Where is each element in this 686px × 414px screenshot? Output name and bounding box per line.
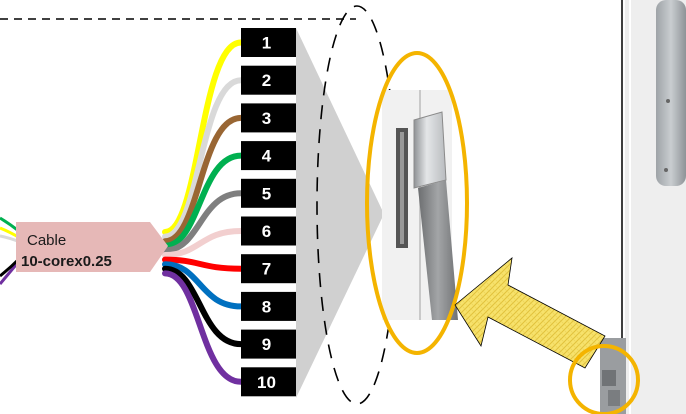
wire-bundle: [162, 39, 244, 385]
pointing-arrow: [454, 257, 606, 369]
cable-label-shape: [16, 222, 168, 272]
pin-number-9: 9: [262, 335, 271, 354]
wire-6: [162, 228, 244, 258]
pin-number-1: 1: [262, 34, 271, 53]
connector-highlight-ellipse: [365, 51, 469, 355]
wire-7: [162, 256, 244, 272]
wire-3: [162, 114, 244, 245]
pin-box-6: [241, 216, 296, 246]
zoom-wedge: [296, 28, 384, 398]
connector-photo: [382, 90, 458, 320]
wire-8: [162, 261, 244, 310]
door-panel: [600, 0, 686, 414]
wire-2: [162, 77, 244, 240]
pin-box-4: [241, 141, 296, 171]
pin-box-9: [241, 329, 296, 359]
wire-5: [162, 190, 244, 254]
pin-box-1: [241, 28, 296, 57]
pin-number-7: 7: [262, 260, 271, 279]
pin-box-8: [241, 291, 296, 321]
wire-1: [162, 39, 244, 235]
pin-box-7: [241, 254, 296, 284]
wire-10: [162, 270, 244, 385]
pin-number-4: 4: [262, 147, 272, 166]
wire-9: [162, 265, 244, 348]
pin-number-3: 3: [262, 109, 271, 128]
pin-box-10: [241, 367, 296, 397]
pin-number-6: 6: [262, 222, 271, 241]
cable-spec-text: 10-corex0.25: [21, 253, 112, 270]
lock-plate: [656, 0, 686, 186]
door-highlight-circle: [568, 344, 640, 414]
wire-4: [162, 152, 244, 249]
cable-label: Cable 10-corex0.25: [16, 222, 168, 272]
pin-column: 1 2 3 4 5 6 7 8 9 10: [241, 28, 296, 397]
pin-box-3: [241, 103, 296, 133]
pin-box-5: [241, 178, 296, 208]
pin-number-8: 8: [262, 297, 271, 316]
pin-number-2: 2: [262, 71, 271, 90]
cable-label-text: Cable: [27, 232, 66, 249]
pin-number-10: 10: [257, 373, 276, 392]
pin-number-5: 5: [262, 184, 271, 203]
pin-box-2: [241, 65, 296, 95]
